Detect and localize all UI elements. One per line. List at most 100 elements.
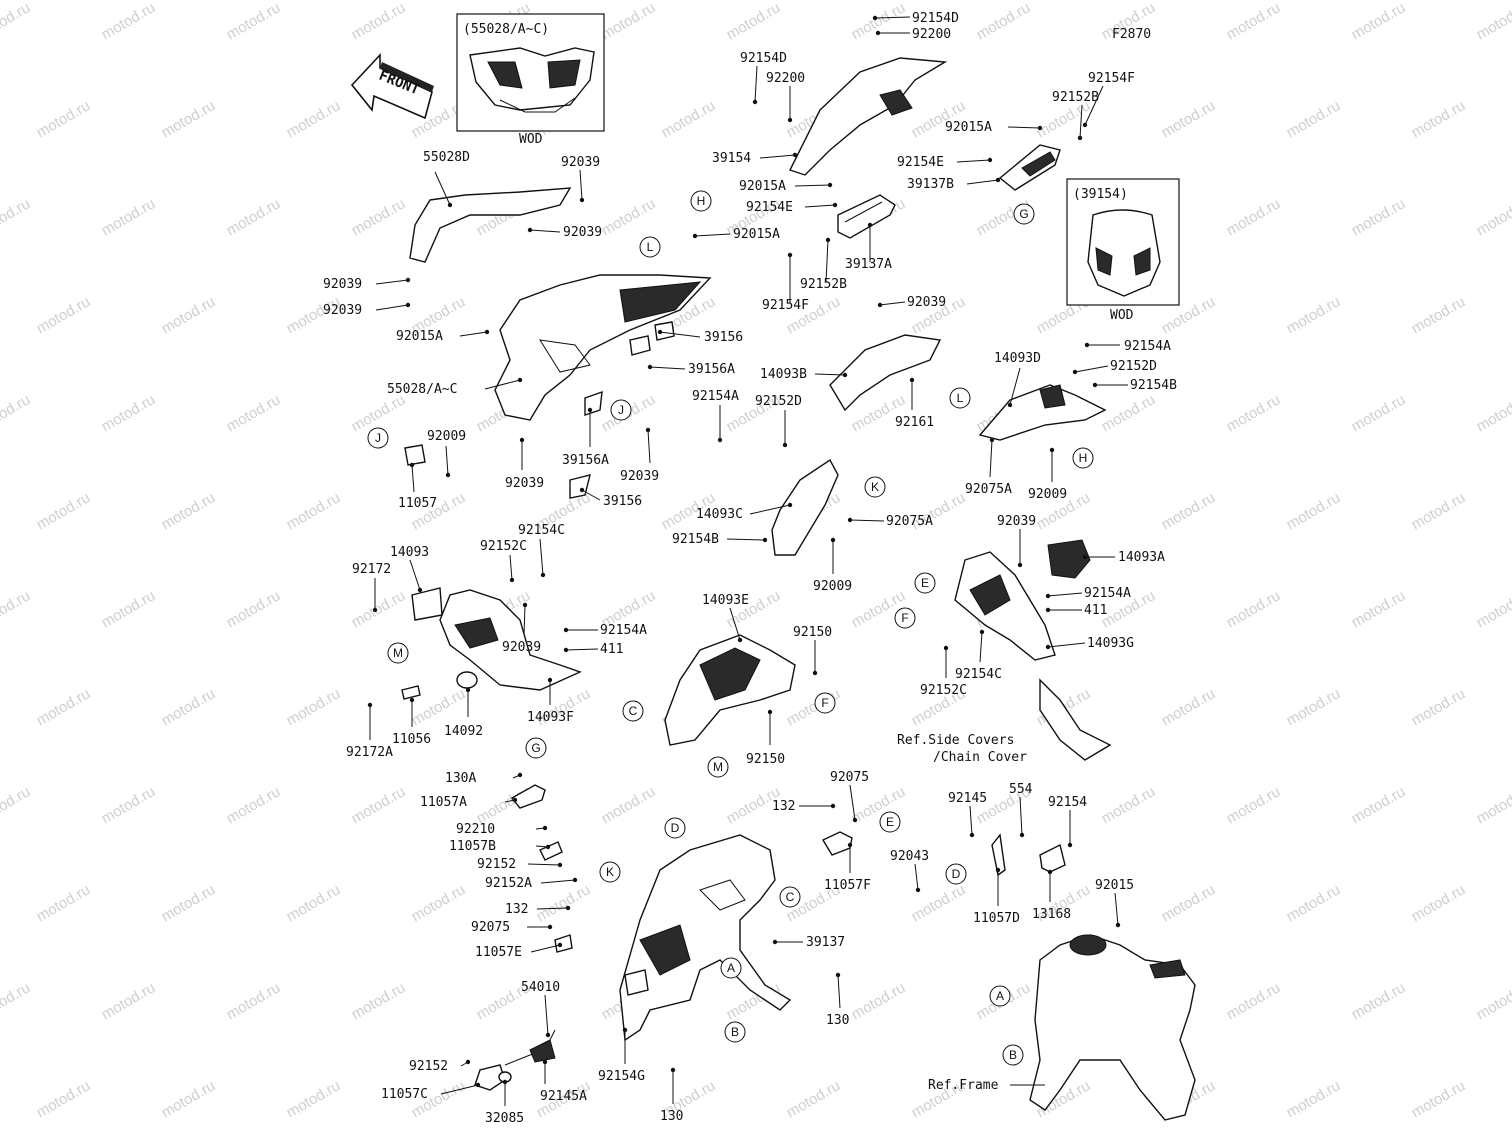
leader-line bbox=[969, 805, 973, 836]
leader-line bbox=[484, 379, 521, 390]
fastener-marker bbox=[1045, 607, 1051, 613]
watermark-text: motod.ru bbox=[1474, 979, 1512, 1023]
callout-letter: L bbox=[647, 240, 654, 254]
callout-a: A bbox=[989, 985, 1011, 1007]
callout-letter: H bbox=[1079, 451, 1088, 465]
part-label: 92152 bbox=[477, 857, 516, 872]
part-label: 92150 bbox=[793, 625, 832, 640]
fastener-marker bbox=[465, 1059, 471, 1065]
fastener-marker bbox=[909, 377, 915, 383]
leader-line bbox=[459, 331, 488, 337]
callout-d: D bbox=[945, 863, 967, 885]
fastener-marker bbox=[1092, 382, 1098, 388]
fastener-marker bbox=[782, 442, 788, 448]
fastener-marker bbox=[1082, 554, 1088, 560]
fastener-marker bbox=[645, 427, 651, 433]
frame-ref bbox=[1029, 934, 1196, 1121]
fastener-marker bbox=[509, 577, 515, 583]
ref-frame: Ref.Frame bbox=[928, 1078, 999, 1093]
leader-line bbox=[804, 204, 836, 208]
part-label: 92154A bbox=[1124, 339, 1171, 354]
part-label: 92039 bbox=[561, 155, 600, 170]
callout-letter: C bbox=[786, 890, 795, 904]
fastener-marker bbox=[465, 687, 471, 693]
inset-55028-footer: WOD bbox=[519, 132, 543, 147]
callout-d: D bbox=[664, 817, 686, 839]
watermark-text: motod.ru bbox=[349, 587, 409, 631]
callout-letter: H bbox=[697, 194, 706, 208]
part-label: 92154D bbox=[740, 51, 787, 66]
fastener-marker bbox=[502, 1079, 508, 1085]
part-label: 92009 bbox=[427, 429, 466, 444]
fastener-marker bbox=[835, 972, 841, 978]
part-label: 92015A bbox=[733, 227, 780, 242]
leader-line bbox=[579, 169, 583, 201]
watermark-text: motod.ru bbox=[599, 195, 659, 239]
leader-line bbox=[814, 373, 846, 376]
callout-letter: F bbox=[821, 696, 828, 710]
fastener-marker bbox=[1077, 135, 1083, 141]
watermark-text: motod.ru bbox=[0, 391, 33, 435]
watermark-text: motod.ru bbox=[849, 979, 909, 1023]
fastener-marker bbox=[579, 487, 585, 493]
part-label: 92200 bbox=[766, 71, 805, 86]
watermark-text: motod.ru bbox=[409, 881, 469, 925]
leader-line bbox=[523, 604, 526, 636]
fastener-marker bbox=[647, 364, 653, 370]
fastener-marker bbox=[1019, 832, 1025, 838]
part-label: 92152 bbox=[409, 1059, 448, 1074]
fastener-marker bbox=[717, 437, 723, 443]
fastener-marker bbox=[409, 462, 415, 468]
callout-letter: M bbox=[713, 760, 723, 774]
fastener-marker bbox=[1072, 369, 1078, 375]
watermark-text: motod.ru bbox=[224, 0, 284, 43]
diagram-code: F2870 bbox=[1112, 27, 1151, 42]
watermark-text: motod.ru bbox=[159, 1077, 219, 1121]
part-label: 92039 bbox=[502, 640, 541, 655]
fastener-marker bbox=[943, 645, 949, 651]
fastener-marker bbox=[737, 637, 743, 643]
leader-line bbox=[849, 519, 885, 522]
fastener-marker bbox=[915, 887, 921, 893]
watermark-text: motod.ru bbox=[1159, 685, 1219, 729]
leader-line bbox=[649, 366, 686, 370]
fastener-marker bbox=[1067, 842, 1073, 848]
upper-cowl-part bbox=[409, 187, 712, 499]
callout-letter: E bbox=[886, 815, 894, 829]
part-label: 11057F bbox=[824, 878, 871, 893]
inset-39154-footer: WOD bbox=[1110, 308, 1134, 323]
bracket-11057 bbox=[404, 444, 426, 466]
leader-line bbox=[1019, 796, 1023, 836]
watermark-text: motod.ru bbox=[1224, 391, 1284, 435]
leader-line bbox=[539, 538, 544, 576]
part-label: 92075A bbox=[965, 482, 1012, 497]
fastener-marker bbox=[877, 302, 883, 308]
fastener-marker bbox=[847, 517, 853, 523]
leader-line bbox=[759, 154, 796, 159]
inner-panel-14093g bbox=[954, 539, 1112, 761]
part-label: 92075A bbox=[886, 514, 933, 529]
inset-55028: (55028/A~C) WOD bbox=[456, 13, 605, 147]
fastener-marker bbox=[587, 407, 593, 413]
inset-39154-header: (39154) bbox=[1073, 187, 1128, 202]
fastener-marker bbox=[875, 30, 881, 36]
callout-e: E bbox=[879, 811, 901, 833]
part-label: 92154A bbox=[1084, 586, 1131, 601]
fastener-marker bbox=[557, 862, 563, 868]
leader-line bbox=[726, 538, 766, 541]
callout-letter: D bbox=[671, 821, 680, 835]
part-label: 92154B bbox=[672, 532, 719, 547]
watermark-text: motod.ru bbox=[0, 783, 33, 827]
watermark-text: motod.ru bbox=[99, 391, 159, 435]
fastener-marker bbox=[825, 237, 831, 243]
fastener-marker bbox=[969, 832, 975, 838]
watermark-text: motod.ru bbox=[224, 783, 284, 827]
watermark-text: motod.ru bbox=[159, 881, 219, 925]
callout-g: G bbox=[525, 737, 547, 759]
callout-letter: F bbox=[901, 611, 908, 625]
watermark-text: motod.ru bbox=[1349, 783, 1409, 827]
watermark-text: motod.ru bbox=[599, 0, 659, 43]
watermark-text: motod.ru bbox=[1474, 587, 1512, 631]
fastener-marker bbox=[557, 942, 563, 948]
windshield-part bbox=[789, 57, 948, 176]
